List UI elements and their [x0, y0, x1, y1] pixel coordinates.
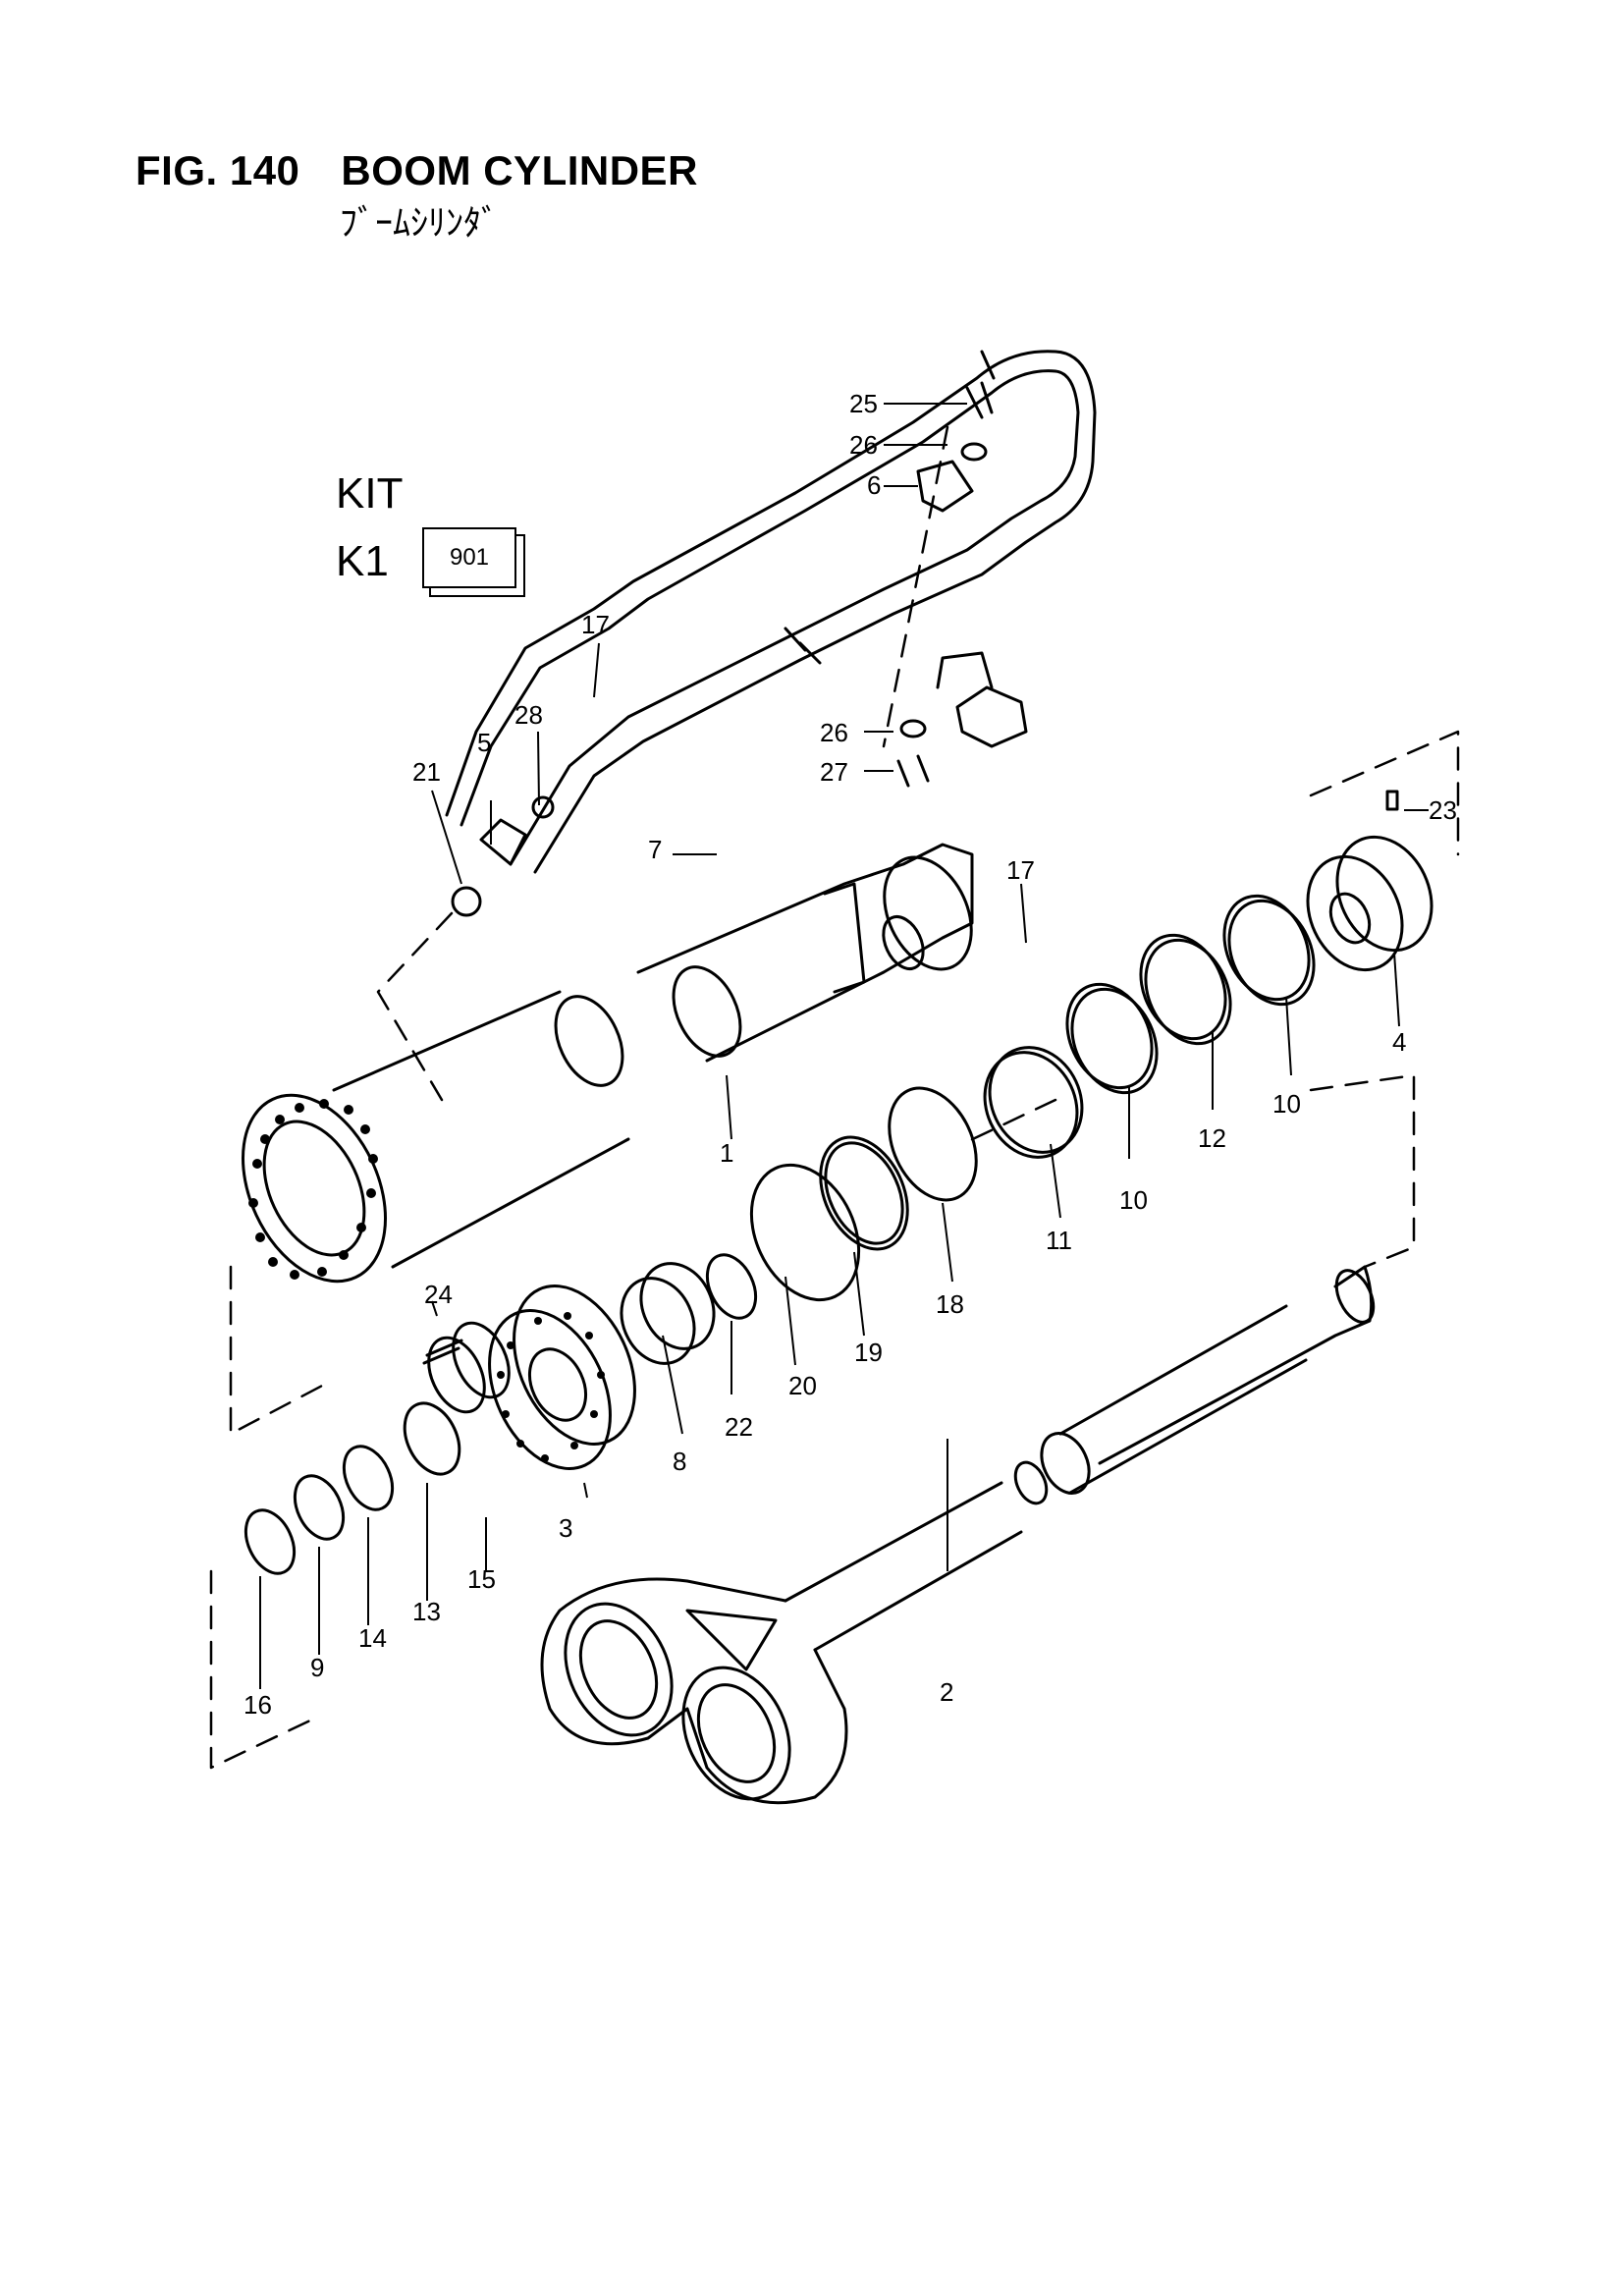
callout-25: 25 — [849, 389, 878, 418]
callout-21: 21 — [412, 757, 441, 787]
callout-19: 19 — [854, 1338, 883, 1367]
fasteners — [422, 350, 1399, 1365]
rod-cover — [488, 1285, 636, 1470]
figure-title: FIG. 140 BOOM CYLINDER — [135, 147, 698, 194]
callout-17a: 17 — [581, 610, 610, 639]
callout-13: 13 — [412, 1597, 441, 1626]
callout-22: 22 — [725, 1412, 753, 1442]
piston-rod — [540, 1265, 1376, 1805]
callout-24: 24 — [424, 1280, 453, 1309]
callout-16: 16 — [243, 1690, 272, 1720]
figure-subtitle: ﾌﾞｰﾑｼﾘﾝﾀﾞ — [340, 202, 499, 243]
callout-11: 11 — [1046, 1226, 1072, 1255]
callout-5: 5 — [477, 728, 491, 757]
callout-10b: 10 — [1119, 1185, 1148, 1215]
callout-15: 15 — [467, 1564, 496, 1594]
callout-18: 18 — [936, 1289, 964, 1319]
callout-10a: 10 — [1272, 1089, 1301, 1119]
cylinder-tube — [241, 843, 974, 1284]
callout-20: 20 — [788, 1371, 817, 1400]
callout-labels: 1 2 3 4 5 6 7 8 9 10 10 11 12 13 14 15 1… — [243, 389, 1457, 1720]
leader-lines — [259, 403, 1429, 1689]
kit-code: K1 — [336, 537, 389, 585]
callout-1: 1 — [720, 1138, 733, 1168]
callout-27: 27 — [820, 757, 848, 787]
callout-14: 14 — [358, 1623, 387, 1653]
assembly-guides — [209, 425, 1460, 1770]
callout-23: 23 — [1429, 795, 1457, 825]
pipe-assembly — [445, 350, 1097, 874]
callout-28: 28 — [514, 700, 543, 730]
callout-26b: 26 — [820, 718, 848, 747]
callout-12: 12 — [1198, 1123, 1226, 1153]
figure-number: FIG. 140 — [135, 147, 300, 193]
callout-3: 3 — [559, 1513, 572, 1543]
callout-17b: 17 — [1006, 855, 1035, 885]
kit-box: 901 — [422, 527, 516, 588]
callout-6: 6 — [867, 470, 881, 500]
seal-rings — [243, 835, 1434, 1575]
callout-4: 4 — [1392, 1027, 1406, 1057]
callout-2: 2 — [940, 1677, 953, 1707]
callout-26a: 26 — [849, 430, 878, 460]
kit-label: KIT — [336, 469, 404, 518]
callout-9: 9 — [310, 1653, 324, 1682]
callout-8: 8 — [673, 1447, 686, 1476]
callout-7: 7 — [648, 835, 662, 864]
figure-name: BOOM CYLINDER — [341, 147, 698, 193]
